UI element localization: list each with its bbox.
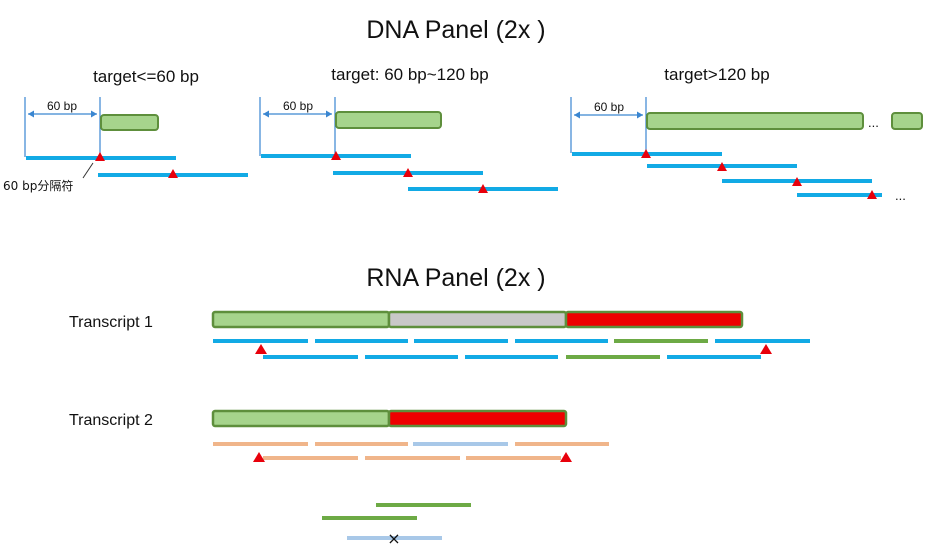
target-region (335, 111, 442, 129)
separator-marker (867, 190, 877, 199)
exon-red (564, 310, 744, 329)
case-heading-long: target>120 bp (664, 65, 769, 84)
separator-marker (331, 151, 341, 160)
junction-probe-group: × (322, 503, 471, 548)
continuation-dots: ... (895, 188, 906, 203)
separator-marker (792, 177, 802, 186)
rejected-cross-icon: × (387, 529, 400, 548)
transcript-1: Transcript 1 (69, 310, 810, 359)
separator-marker (641, 149, 651, 158)
separator-marker (760, 344, 772, 354)
case-heading-short: target<=60 bp (93, 67, 199, 86)
target-region (646, 112, 864, 130)
distance-label: 60 bp (47, 99, 77, 113)
distance-label: 60 bp (594, 100, 624, 114)
exon-red (387, 409, 568, 428)
separator-marker (255, 344, 267, 354)
target-region (100, 114, 159, 131)
exon-green (211, 310, 391, 329)
transcript-2: Transcript 2 (69, 409, 609, 462)
transcript-1-label: Transcript 1 (69, 314, 153, 331)
dna-panel-title: DNA Panel (2x ) (366, 16, 545, 44)
callout-line (82, 162, 94, 179)
dna-case-medium: target: 60 bp~120 bp 60 bp (259, 65, 558, 193)
separator-label: 60 bp分隔符 (3, 178, 73, 193)
case-heading-medium: target: 60 bp~120 bp (331, 65, 488, 84)
separator-marker (403, 168, 413, 177)
exon-grey (387, 310, 568, 329)
dna-case-long: target>120 bp 60 bp ... ... (570, 65, 923, 203)
separator-marker (478, 184, 488, 193)
continuation-dots: ... (868, 115, 879, 130)
separator-marker (717, 162, 727, 171)
separator-marker (253, 452, 265, 462)
separator-marker (95, 152, 105, 161)
distance-label: 60 bp (283, 99, 313, 113)
dna-case-short: target<=60 bp 60 bp 60 bp分隔符 (3, 67, 248, 193)
separator-marker (560, 452, 572, 462)
rna-panel-title: RNA Panel (2x ) (366, 264, 545, 292)
target-region-continued (891, 112, 923, 130)
exon-green (211, 409, 391, 428)
transcript-2-label: Transcript 2 (69, 412, 153, 429)
separator-marker (168, 169, 178, 178)
